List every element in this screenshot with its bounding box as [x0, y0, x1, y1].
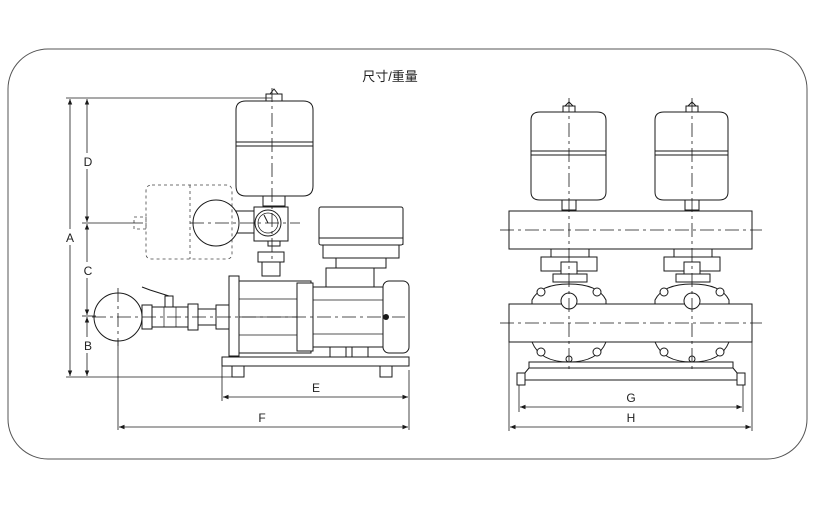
pump-body	[228, 275, 314, 357]
dimension-f: F	[119, 411, 408, 430]
front-view	[500, 98, 762, 386]
dimension-c-label: C	[84, 264, 93, 278]
dimension-f-label: F	[258, 411, 265, 425]
base-frame	[221, 356, 410, 378]
front-coupling-left	[540, 248, 598, 283]
front-view-extension-lines	[508, 342, 753, 431]
motor	[312, 267, 410, 358]
side-view	[92, 88, 410, 378]
dimension-e: E	[223, 381, 408, 400]
dimension-h: H	[510, 411, 751, 430]
drawing-title: 尺寸/重量	[362, 69, 418, 84]
side-view-extension-lines	[66, 97, 410, 430]
dimension-e-label: E	[312, 381, 320, 395]
dimension-g-label: G	[626, 391, 635, 405]
dimension-d: D	[80, 99, 96, 222]
front-tank-right	[654, 101, 729, 211]
dimension-g: G	[520, 391, 742, 410]
dimension-c: C	[80, 224, 96, 315]
drawing-frame	[7, 48, 808, 460]
dimension-a-label: A	[66, 231, 74, 245]
control-box	[318, 206, 404, 269]
front-base-frame	[516, 361, 746, 386]
dimension-h-label: H	[627, 411, 636, 425]
dimension-b-label: B	[84, 339, 92, 353]
pressure-tank	[235, 88, 314, 207]
front-tank-left	[530, 101, 607, 211]
dimension-b: B	[80, 317, 96, 376]
front-coupling-right	[663, 248, 721, 283]
suction-valve	[93, 286, 230, 342]
dimension-a: A	[62, 99, 78, 376]
dimension-d-label: D	[84, 155, 93, 169]
